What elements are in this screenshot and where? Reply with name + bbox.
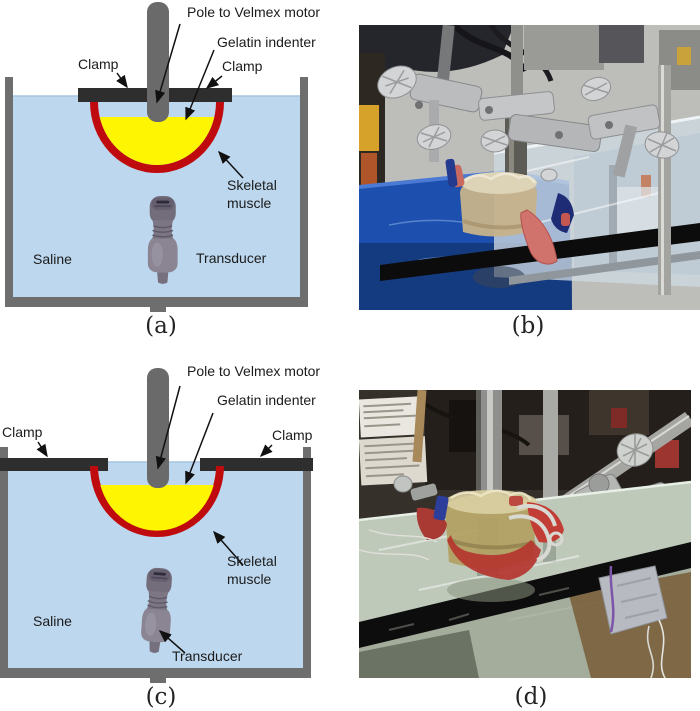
label-pole-a: Pole to Velmex motor	[187, 4, 321, 20]
arrow-clamp-right	[259, 444, 273, 458]
muscle-tissue	[416, 496, 564, 580]
label-pole-c: Pole to Velmex motor	[187, 363, 321, 379]
muscle-arc	[90, 101, 224, 173]
background-clutter	[359, 25, 700, 223]
zip-ties	[508, 504, 564, 562]
annotation-arrows	[36, 385, 273, 654]
arrow-clamp-left	[36, 441, 48, 458]
photo-panel-b	[359, 25, 700, 310]
label-transducer-a: Transducer	[196, 250, 267, 266]
gelatin-fill	[99, 117, 215, 165]
arrow-gelatin	[185, 412, 214, 485]
transducer-probe	[147, 195, 179, 285]
diagram-a	[5, 2, 308, 312]
label-gelatin-a: Gelatin indenter	[217, 34, 316, 50]
annotation-arrows	[116, 23, 244, 179]
label-clamp-left-c: Clamp	[2, 424, 43, 440]
muscle-tissue	[445, 158, 574, 265]
gelatin-fill	[100, 485, 214, 531]
left-clamp-hardware	[393, 475, 449, 521]
arrow-clamp-right	[205, 75, 223, 89]
tank-stub	[150, 307, 166, 312]
clamp-bar-right	[200, 458, 313, 471]
tank-walls	[5, 77, 308, 312]
clamp-stand-knobs	[377, 65, 680, 182]
clamp-bars	[0, 458, 313, 471]
muscle-arc	[90, 465, 224, 537]
caption-d: (d)	[514, 684, 548, 710]
tank-stub	[150, 678, 166, 683]
label-clamp-right-c: Clamp	[272, 427, 313, 443]
label-clamp-right-a: Clamp	[222, 58, 263, 74]
arrow-transducer	[158, 630, 186, 654]
label-saline-a: Saline	[33, 251, 72, 267]
clamp-bar-left	[0, 458, 108, 471]
arrow-gelatin	[185, 49, 215, 121]
caption-c: (c)	[145, 684, 177, 710]
arrow-pole	[155, 23, 181, 104]
label-saline-c: Saline	[33, 613, 72, 629]
label-skeletal-c: Skeletal muscle	[227, 553, 277, 587]
arrow-clamp-left	[116, 72, 128, 89]
caption-a: (a)	[145, 313, 177, 339]
label-gelatin-c: Gelatin indenter	[217, 392, 316, 408]
tank-walls	[0, 447, 311, 683]
fabric-tape	[598, 565, 668, 635]
diagram-c	[0, 368, 313, 683]
label-sheets	[359, 396, 428, 486]
photo-panel-d	[359, 390, 691, 678]
indenter-pole	[147, 368, 169, 488]
arrow-pole	[155, 385, 181, 470]
label-transducer-c: Transducer	[172, 648, 243, 664]
label-clamp-left-a: Clamp	[78, 56, 119, 72]
label-skeletal-a: Skeletal muscle	[227, 177, 277, 211]
arrow-skeletal-muscle	[217, 150, 244, 179]
wires	[359, 529, 666, 678]
arrow-skeletal-muscle	[213, 530, 244, 566]
caption-b: (b)	[511, 313, 545, 339]
indenter-pole	[147, 2, 169, 122]
